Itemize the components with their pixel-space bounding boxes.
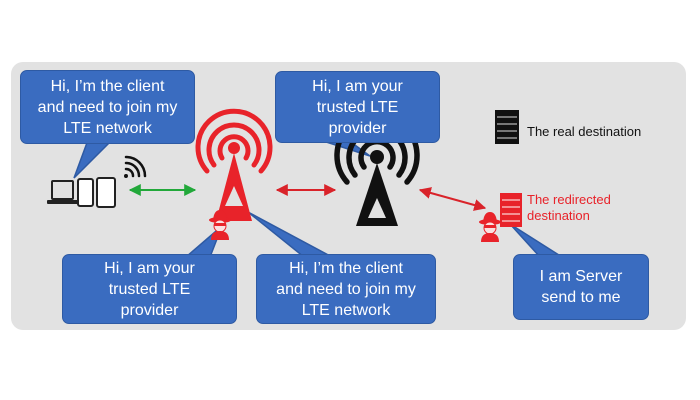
bubble-tail-client-bottom xyxy=(247,211,333,258)
bubble-line: Hi, I’m the client xyxy=(50,77,165,95)
bubble-line: provider xyxy=(120,301,179,319)
hacker-icon-left xyxy=(209,210,231,240)
bubble-line: trusted LTE xyxy=(316,98,399,116)
legend-redirected-destination: The redirected destination xyxy=(527,192,611,224)
bubble-line: and need to join my xyxy=(37,98,178,116)
hacker-icon-right xyxy=(479,212,501,242)
redirected-server-icon xyxy=(500,193,522,227)
bubble-line: provider xyxy=(328,119,387,137)
server-icon xyxy=(495,110,519,144)
bubble-provider-top: Hi, I am your trusted LTE provider xyxy=(275,71,440,143)
devices-icon xyxy=(47,177,116,208)
bubble-line: send to me xyxy=(541,289,621,306)
bubble-client-top: Hi, I’m the client and need to join my L… xyxy=(20,70,195,144)
bubble-provider-bottom: Hi, I am your trusted LTE provider xyxy=(62,254,237,324)
legend-real-destination: The real destination xyxy=(527,124,642,139)
legend-redirected-line: destination xyxy=(527,208,590,223)
link-legit-redirected xyxy=(418,187,487,211)
bubble-line: Hi, I am your xyxy=(312,77,403,95)
legend-redirected-line: The redirected xyxy=(527,192,611,207)
bubble-line: and need to join my xyxy=(276,280,416,298)
bubble-line: LTE network xyxy=(301,301,391,319)
bubble-server: I am Server send to me xyxy=(513,254,649,320)
bubble-tail-server xyxy=(509,223,565,258)
rogue-tower-icon xyxy=(195,108,273,221)
wifi-signal-icon xyxy=(124,155,147,178)
bubble-line: Hi, I’m the client xyxy=(289,259,403,277)
bubble-line: LTE network xyxy=(63,119,152,137)
bubble-line: trusted LTE xyxy=(108,280,191,298)
bubble-line: I am Server xyxy=(539,268,623,285)
bubble-line: Hi, I am your xyxy=(104,259,195,277)
bubble-tail-client-top xyxy=(73,139,114,179)
bubble-client-bottom: Hi, I’m the client and need to join my L… xyxy=(256,254,436,324)
